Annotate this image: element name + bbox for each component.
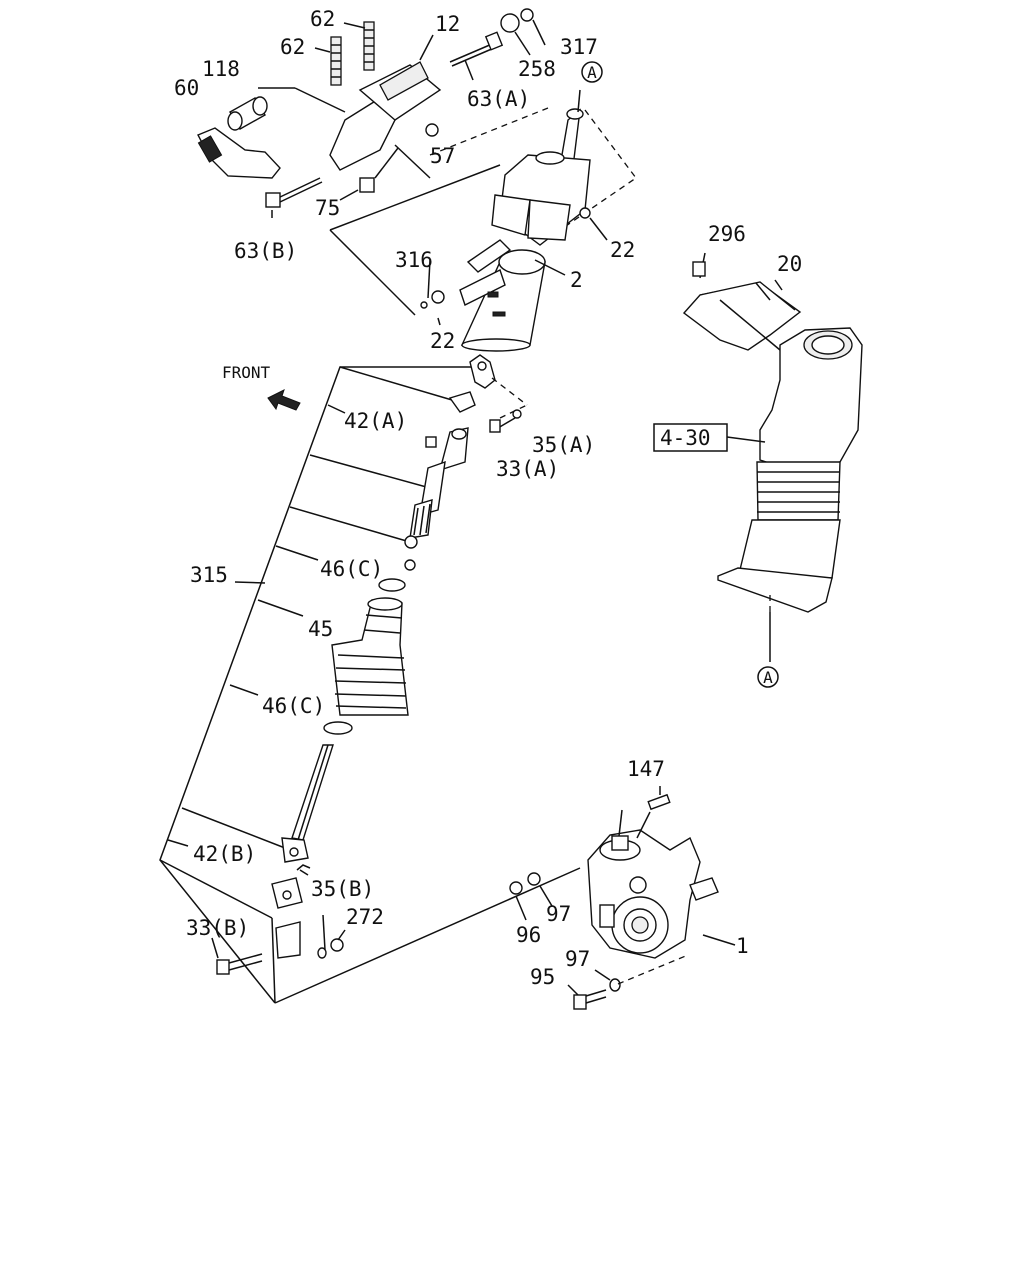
grease-nipple — [425, 436, 437, 448]
bolt-95 — [573, 989, 607, 1010]
nut-272 — [330, 938, 344, 952]
callout-97a: 97 — [546, 902, 571, 926]
box-label: 4-30 — [660, 426, 711, 450]
callout-63b: 63(B) — [234, 239, 297, 263]
steering-column-assembly — [329, 89, 637, 352]
nut-22-a — [579, 207, 591, 219]
nut-57 — [425, 123, 439, 137]
callout-75: 75 — [315, 196, 340, 220]
callout-42b: 42(B) — [193, 842, 256, 866]
callout-315: 315 — [190, 563, 228, 587]
washer-317 — [520, 8, 534, 22]
nut-258 — [500, 13, 520, 33]
clamp-46c-b — [323, 721, 353, 735]
callout-63a: 63(A) — [467, 87, 530, 111]
pedal-lever — [197, 127, 281, 179]
yoke-42a — [448, 354, 528, 419]
callout-272: 272 — [346, 905, 384, 929]
lower-yoke — [275, 921, 301, 959]
nut-a — [404, 535, 418, 549]
washer-97b — [609, 978, 621, 992]
callout-20: 20 — [777, 252, 802, 276]
stud-147 — [647, 793, 671, 811]
bolt-33b — [216, 953, 263, 975]
nut-96 — [509, 881, 523, 895]
callout-45: 45 — [308, 617, 333, 641]
callout-42a: 42(A) — [344, 409, 407, 433]
front-label: FRONT — [222, 363, 271, 382]
callout-46c-b: 46(C) — [262, 694, 325, 718]
callout-258: 258 — [518, 57, 556, 81]
callout-60: 60 — [174, 76, 199, 100]
snap-35a — [512, 409, 522, 419]
column-cover — [460, 261, 546, 346]
pin-316 — [420, 301, 428, 309]
clamp-46c-a — [378, 578, 406, 592]
svg-text:A: A — [763, 668, 773, 687]
cover-base — [717, 567, 833, 613]
front-arrow-icon — [267, 389, 301, 411]
callout-33a: 33(A) — [496, 457, 559, 481]
hose-fitting — [689, 877, 719, 901]
bushing-118 — [227, 96, 268, 131]
boot-45 — [331, 597, 409, 716]
bolt-33a — [489, 417, 516, 433]
bolt-63b — [265, 177, 323, 208]
nut-22-b — [431, 290, 445, 304]
spring-62-a — [330, 36, 342, 86]
washer-a — [404, 559, 416, 571]
callout-118: 118 — [202, 57, 240, 81]
callout-35a: 35(A) — [532, 433, 595, 457]
callout-12: 12 — [435, 12, 460, 36]
callout-316: 316 — [395, 248, 433, 272]
callout-62b: 62 — [280, 35, 305, 59]
callout-22a: 22 — [610, 238, 635, 262]
steering-gear-assembly — [509, 786, 736, 1010]
tilt-lever-assembly — [197, 8, 546, 218]
callout-296: 296 — [708, 222, 746, 246]
svg-text:A: A — [587, 63, 597, 82]
callout-147: 147 — [627, 757, 665, 781]
washer-97a — [527, 872, 541, 886]
callout-317: 317 — [560, 35, 598, 59]
intermediate-shaft-assembly — [159, 354, 581, 1004]
callout-97b: 97 — [565, 947, 590, 971]
bolt-63a — [449, 31, 504, 67]
bolt-75 — [359, 147, 399, 193]
washer-35b — [317, 947, 327, 959]
clip-296 — [692, 261, 706, 277]
spring-62-b — [363, 21, 375, 71]
callout-57: 57 — [430, 144, 455, 168]
column-cover-assembly — [653, 252, 863, 662]
callout-33b: 33(B) — [186, 916, 249, 940]
ref-mark-top: A — [581, 61, 603, 83]
callout-1: 1 — [736, 934, 749, 958]
callout-62a: 62 — [310, 7, 335, 31]
callout-35b: 35(B) — [311, 877, 374, 901]
callout-2: 2 — [570, 268, 583, 292]
callout-46c-a: 46(C) — [320, 557, 383, 581]
yoke-42b — [271, 837, 309, 909]
ref-mark-bottom: A — [757, 666, 779, 688]
slip-shaft — [409, 427, 469, 539]
callout-22b: 22 — [430, 329, 455, 353]
callout-95: 95 — [530, 965, 555, 989]
pedal-pad — [197, 135, 223, 163]
callout-96: 96 — [516, 923, 541, 947]
